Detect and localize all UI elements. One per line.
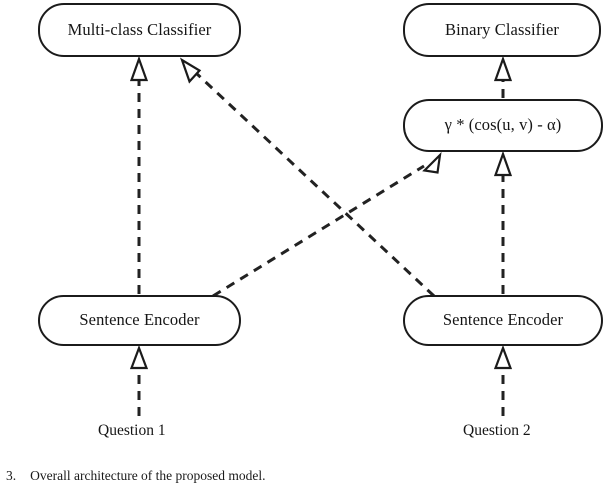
- edge-encoder-left-to-formula: [212, 151, 442, 298]
- arrowhead-hollow-triangle: [422, 151, 442, 174]
- edge-question-1-to-encoder-left: [129, 344, 149, 416]
- node-cosine-margin-formula[interactable]: γ * (cos(u, v) - α): [403, 99, 603, 152]
- node-label: Multi-class Classifier: [67, 19, 212, 39]
- figure-caption-number: 3.: [6, 468, 17, 483]
- edge-formula-to-binary: [493, 55, 513, 98]
- edge-question-2-to-encoder-right: [493, 344, 513, 416]
- arrowhead-hollow-triangle: [129, 344, 149, 370]
- node-sentence-encoder-left[interactable]: Sentence Encoder: [38, 295, 241, 346]
- figure-caption-text: Overall architecture of the proposed mod…: [30, 468, 266, 483]
- node-label: Sentence Encoder: [442, 310, 564, 330]
- arrowhead-hollow-triangle: [179, 57, 202, 84]
- figure-caption: 3. Overall architecture of the proposed m…: [6, 468, 602, 485]
- edge-line: [194, 71, 436, 298]
- node-multi-class-classifier[interactable]: Multi-class Classifier: [38, 3, 241, 57]
- edge-encoder-right-to-multiclass: [179, 57, 436, 298]
- arrowhead-hollow-triangle: [493, 344, 513, 370]
- arrowhead-hollow-triangle: [493, 55, 513, 82]
- edge-line: [212, 164, 425, 298]
- node-label: γ * (cos(u, v) - α): [444, 115, 562, 135]
- node-label: Binary Classifier: [445, 19, 559, 39]
- arrowhead-hollow-triangle: [129, 55, 149, 82]
- edge-encoder-right-to-formula: [493, 150, 513, 294]
- arrowhead-hollow-triangle: [493, 150, 513, 177]
- input-label-question-1: Question 1: [98, 422, 166, 439]
- node-sentence-encoder-right[interactable]: Sentence Encoder: [403, 295, 603, 346]
- edge-encoder-left-to-multiclass: [129, 55, 149, 294]
- node-label: Sentence Encoder: [79, 310, 200, 330]
- node-binary-classifier[interactable]: Binary Classifier: [403, 3, 601, 57]
- input-label-question-2: Question 2: [463, 422, 531, 439]
